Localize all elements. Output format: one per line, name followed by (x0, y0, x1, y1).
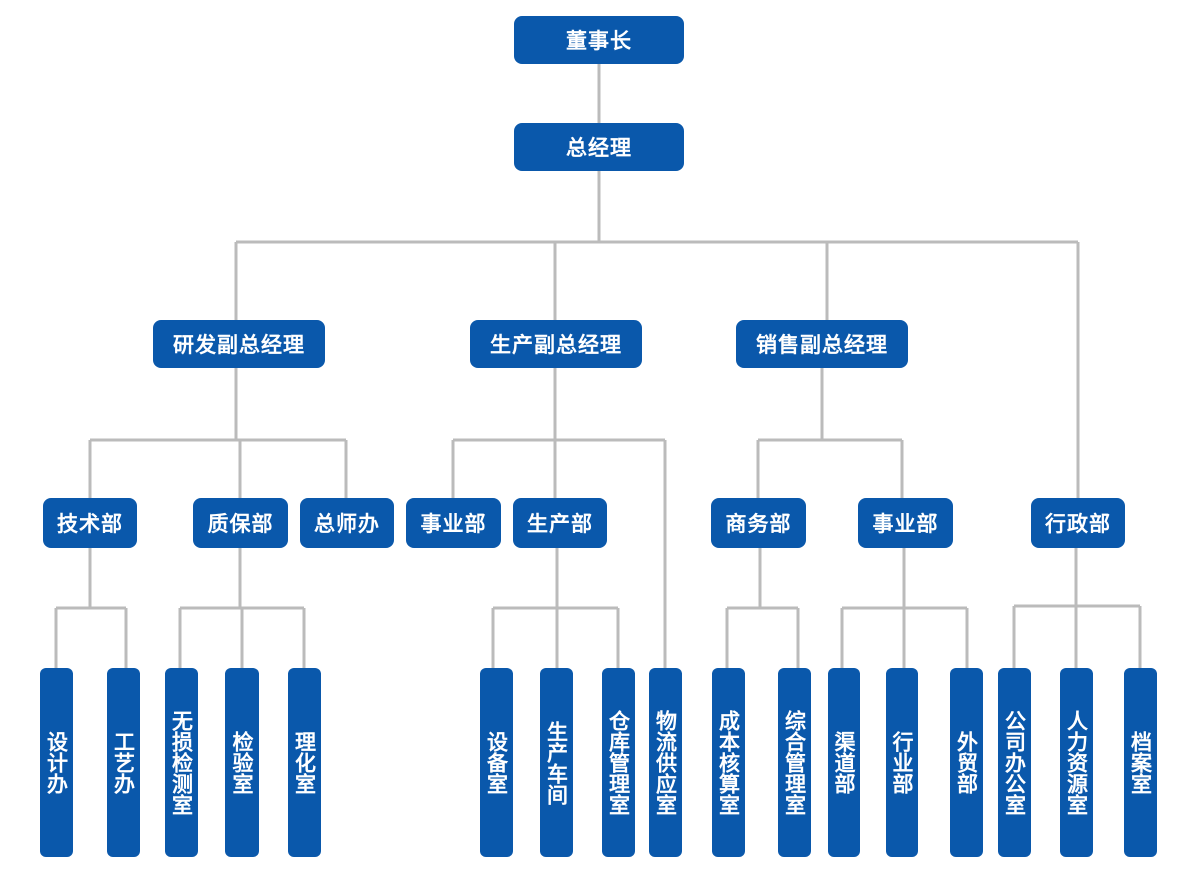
node-dept-business-sales: 事业部 (858, 498, 953, 548)
node-dept-foreign-trade: 外贸部 (950, 668, 983, 857)
node-room-costing: 成本核算室 (712, 668, 745, 857)
node-room-archive: 档案室 (1124, 668, 1157, 857)
node-room-inspection: 检验室 (225, 668, 259, 857)
node-room-ndt: 无损检测室 (165, 668, 198, 857)
node-office-process: 工艺办 (107, 668, 140, 857)
node-room-warehouse: 仓库管理室 (602, 668, 635, 857)
node-dept-admin: 行政部 (1031, 498, 1125, 548)
node-vice-rd: 研发副总经理 (153, 320, 325, 368)
node-chairman: 董事长 (514, 16, 684, 64)
node-dept-production: 生产部 (513, 498, 607, 548)
node-room-workshop: 生产车间 (540, 668, 573, 857)
node-office-design: 设计办 (40, 668, 73, 857)
node-room-physchem: 理化室 (288, 668, 321, 857)
node-dept-channel: 渠道部 (828, 668, 860, 857)
node-dept-industry: 行业部 (886, 668, 918, 857)
node-vice-production: 生产副总经理 (470, 320, 642, 368)
node-dept-tech: 技术部 (43, 498, 137, 548)
node-room-equipment: 设备室 (480, 668, 513, 857)
node-room-hr: 人力资源室 (1060, 668, 1093, 857)
node-room-general-mgmt: 综合管理室 (778, 668, 811, 857)
node-dept-engineer-office: 总师办 (300, 498, 394, 548)
node-vice-sales: 销售副总经理 (736, 320, 908, 368)
node-dept-commerce: 商务部 (711, 498, 806, 548)
node-dept-business-prod: 事业部 (406, 498, 501, 548)
node-office-company: 公司办公室 (998, 668, 1031, 857)
node-room-logistics: 物流供应室 (649, 668, 682, 857)
node-general-manager: 总经理 (514, 123, 684, 171)
node-dept-qa: 质保部 (193, 498, 288, 548)
